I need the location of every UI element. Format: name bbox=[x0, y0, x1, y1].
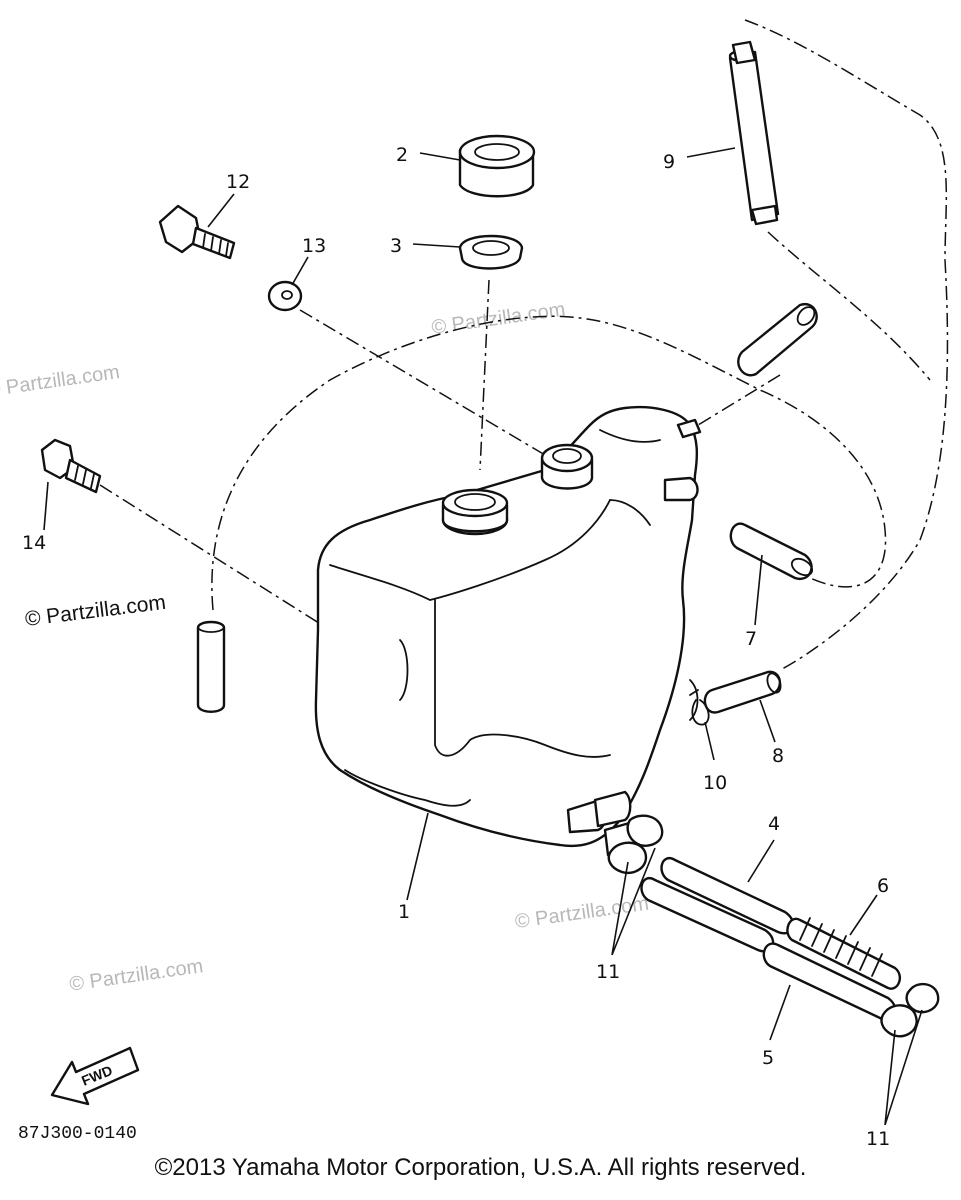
callout-10: 10 bbox=[703, 772, 727, 794]
cap-gasket bbox=[458, 234, 524, 270]
clips-11-upper bbox=[607, 814, 664, 875]
callout-13: 13 bbox=[302, 235, 326, 257]
short-hose-upper bbox=[737, 302, 818, 377]
callout-1: 1 bbox=[398, 901, 410, 923]
callouts: 1 2 3 4 5 6 7 8 9 10 11 11 12 13 14 bbox=[22, 144, 890, 1150]
clips-11-lower bbox=[880, 982, 940, 1038]
bolt-14 bbox=[40, 438, 102, 494]
hose-4 bbox=[660, 857, 795, 935]
callout-11-upper: 11 bbox=[596, 961, 620, 983]
washer-13 bbox=[267, 280, 303, 312]
watermark-text: © Partzilla.com bbox=[68, 955, 205, 996]
callout-6: 6 bbox=[877, 875, 889, 897]
watermark-text: © Partzilla.com bbox=[430, 298, 567, 339]
hose-7 bbox=[729, 522, 814, 581]
callout-3: 3 bbox=[390, 235, 402, 257]
spring-6 bbox=[786, 917, 902, 990]
hose-4b bbox=[640, 877, 775, 953]
bolt-12 bbox=[158, 204, 236, 260]
short-hose-left bbox=[196, 620, 226, 713]
watermark-primary: © Partzilla.com bbox=[24, 591, 167, 631]
diagram-code: 87J300-0140 bbox=[18, 1124, 137, 1144]
callout-7: 7 bbox=[745, 628, 757, 650]
callout-2: 2 bbox=[396, 144, 408, 166]
hose-8 bbox=[703, 670, 782, 714]
callout-8: 8 bbox=[772, 745, 784, 767]
watermark-text: © Partzilla.com bbox=[0, 361, 121, 402]
hose-9 bbox=[728, 40, 780, 226]
callout-9: 9 bbox=[663, 151, 675, 173]
forward-arrow-icon: FWD bbox=[50, 1046, 140, 1106]
callout-11-lower: 11 bbox=[866, 1128, 890, 1150]
callout-14: 14 bbox=[22, 532, 46, 554]
callout-4: 4 bbox=[768, 813, 780, 835]
copyright-notice: ©2013 Yamaha Motor Corporation, U.S.A. A… bbox=[154, 1154, 807, 1181]
callout-5: 5 bbox=[762, 1047, 774, 1069]
callout-12: 12 bbox=[226, 171, 250, 193]
leader-lines bbox=[43, 147, 923, 1126]
filler-cap bbox=[458, 134, 536, 198]
oil-tank bbox=[314, 406, 702, 857]
